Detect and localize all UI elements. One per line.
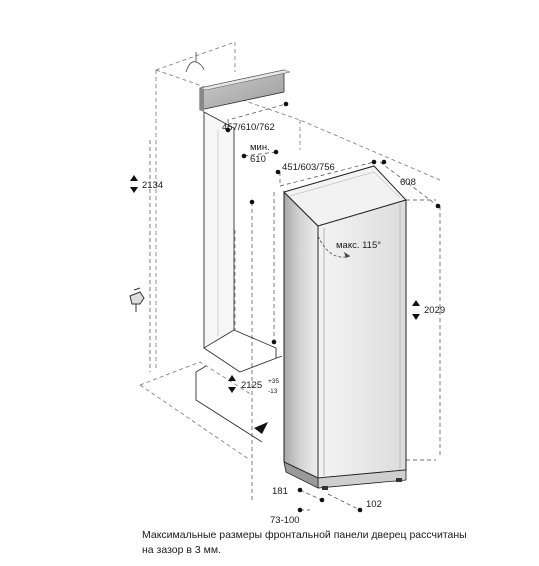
water-connection-icon (129, 287, 145, 312)
plinth-depth-label: 181 (272, 486, 288, 497)
ceiling-connector (185, 52, 205, 73)
unit-width-label: 608 (400, 177, 416, 188)
caption-line-1: Максимальные размеры фронтальной панели … (142, 529, 467, 541)
niche-depth-label: 457/610/762 (222, 122, 275, 133)
niche-height-total-label: 2134 (142, 180, 163, 191)
niche-outline (139, 41, 441, 461)
niche-height-label: 2125 (241, 380, 262, 391)
refrigerator-appliance (283, 165, 407, 490)
unit-height-label: 2029 (424, 305, 445, 316)
unit-depth-label: 451/603/756 (282, 162, 335, 173)
dimension-lines (149, 103, 441, 511)
niche-tolerance-plus: +35 (268, 378, 279, 385)
installation-dimension-diagram: 457/610/762 мин. 610 451/603/756 608 мак… (129, 41, 445, 526)
arrow-2125 (228, 375, 236, 393)
arrow-2134 (130, 175, 138, 193)
door-angle-label: макс. 115° (336, 240, 381, 251)
footnote-caption: Максимальные размеры фронтальной панели … (142, 528, 522, 558)
min-value-label: 610 (250, 154, 266, 165)
measurement-dots (225, 101, 441, 513)
niche-tolerance-minus: -13 (268, 388, 278, 395)
vertical-arrows (130, 175, 420, 393)
arrow-2029 (412, 300, 420, 320)
floor-marker (254, 422, 268, 434)
door-swing-arc (317, 213, 359, 258)
caption-line-2: на зазор в 3 мм. (142, 544, 221, 556)
plinth-range-label: 73-100 (270, 515, 300, 526)
min-label: мин. (250, 142, 270, 153)
plinth-height-label: 102 (366, 499, 382, 510)
upper-cabinet-panel (199, 69, 291, 112)
left-side-panel (203, 111, 283, 373)
floor-plinth (195, 365, 263, 443)
